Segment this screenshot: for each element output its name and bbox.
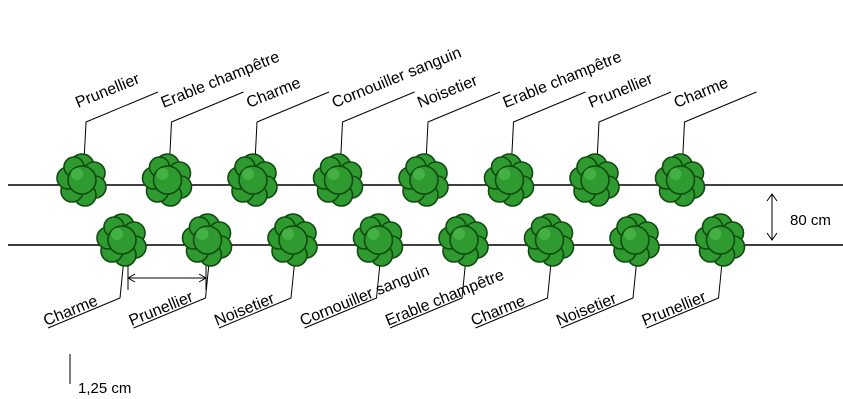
top-shrub-1 <box>56 153 107 207</box>
top-leader-7 <box>596 91 672 163</box>
shrubs <box>56 153 746 267</box>
top-leader-6 <box>511 91 586 163</box>
bottom-label-3: Noisetier <box>212 290 278 330</box>
top-shrub-2 <box>141 153 193 207</box>
top-leader-1 <box>83 91 159 163</box>
bottom-shrub-7 <box>609 213 660 267</box>
bottom-label-7: Noisetier <box>554 290 620 330</box>
top-shrub-3 <box>227 153 278 207</box>
row-spacing-label: 80 cm <box>790 212 831 229</box>
bottom-leader-5 <box>389 257 467 329</box>
bottom-shrub-1 <box>96 213 147 267</box>
top-label-5: Noisetier <box>415 72 481 112</box>
top-shrub-5 <box>398 153 449 207</box>
bottom-label-2: Prunellier <box>127 288 197 329</box>
plant-spacing-dimension: 1,25 cm <box>69 266 208 397</box>
bottom-shrub-4 <box>352 213 404 267</box>
bottom-label-1: Charme <box>41 293 100 330</box>
bottom-leader-6 <box>475 257 552 329</box>
row-spacing-dimension: 80 cm <box>766 193 831 241</box>
top-label-1: Prunellier <box>73 70 143 111</box>
top-shrub-4 <box>312 153 364 207</box>
bottom-shrub-6 <box>523 213 575 267</box>
bottom-leader-4 <box>304 257 381 329</box>
bottom-leader-3 <box>218 257 296 329</box>
plant-spacing-label: 1,25 cm <box>78 380 131 397</box>
top-shrub-6 <box>483 153 535 207</box>
top-leader-4 <box>340 91 415 163</box>
top-leader-5 <box>425 91 501 163</box>
bottom-shrub-3 <box>267 213 318 267</box>
top-leader-2 <box>169 91 244 163</box>
bottom-label-6: Charme <box>469 293 528 330</box>
top-leader-3 <box>254 91 330 163</box>
bottom-leader-8 <box>646 257 723 329</box>
top-label-7: Prunellier <box>586 70 656 111</box>
label-leaders <box>47 91 757 329</box>
top-shrub-8 <box>654 153 706 207</box>
top-shrub-7 <box>569 153 620 207</box>
bottom-label-8: Prunellier <box>640 288 710 329</box>
top-leader-8 <box>682 91 757 163</box>
bottom-leader-1 <box>47 257 125 329</box>
bottom-leader-2 <box>133 257 210 329</box>
bottom-shrub-5 <box>438 213 489 267</box>
bottom-leader-7 <box>560 257 638 329</box>
bottom-shrub-2 <box>181 213 233 267</box>
bottom-shrub-8 <box>694 213 746 267</box>
